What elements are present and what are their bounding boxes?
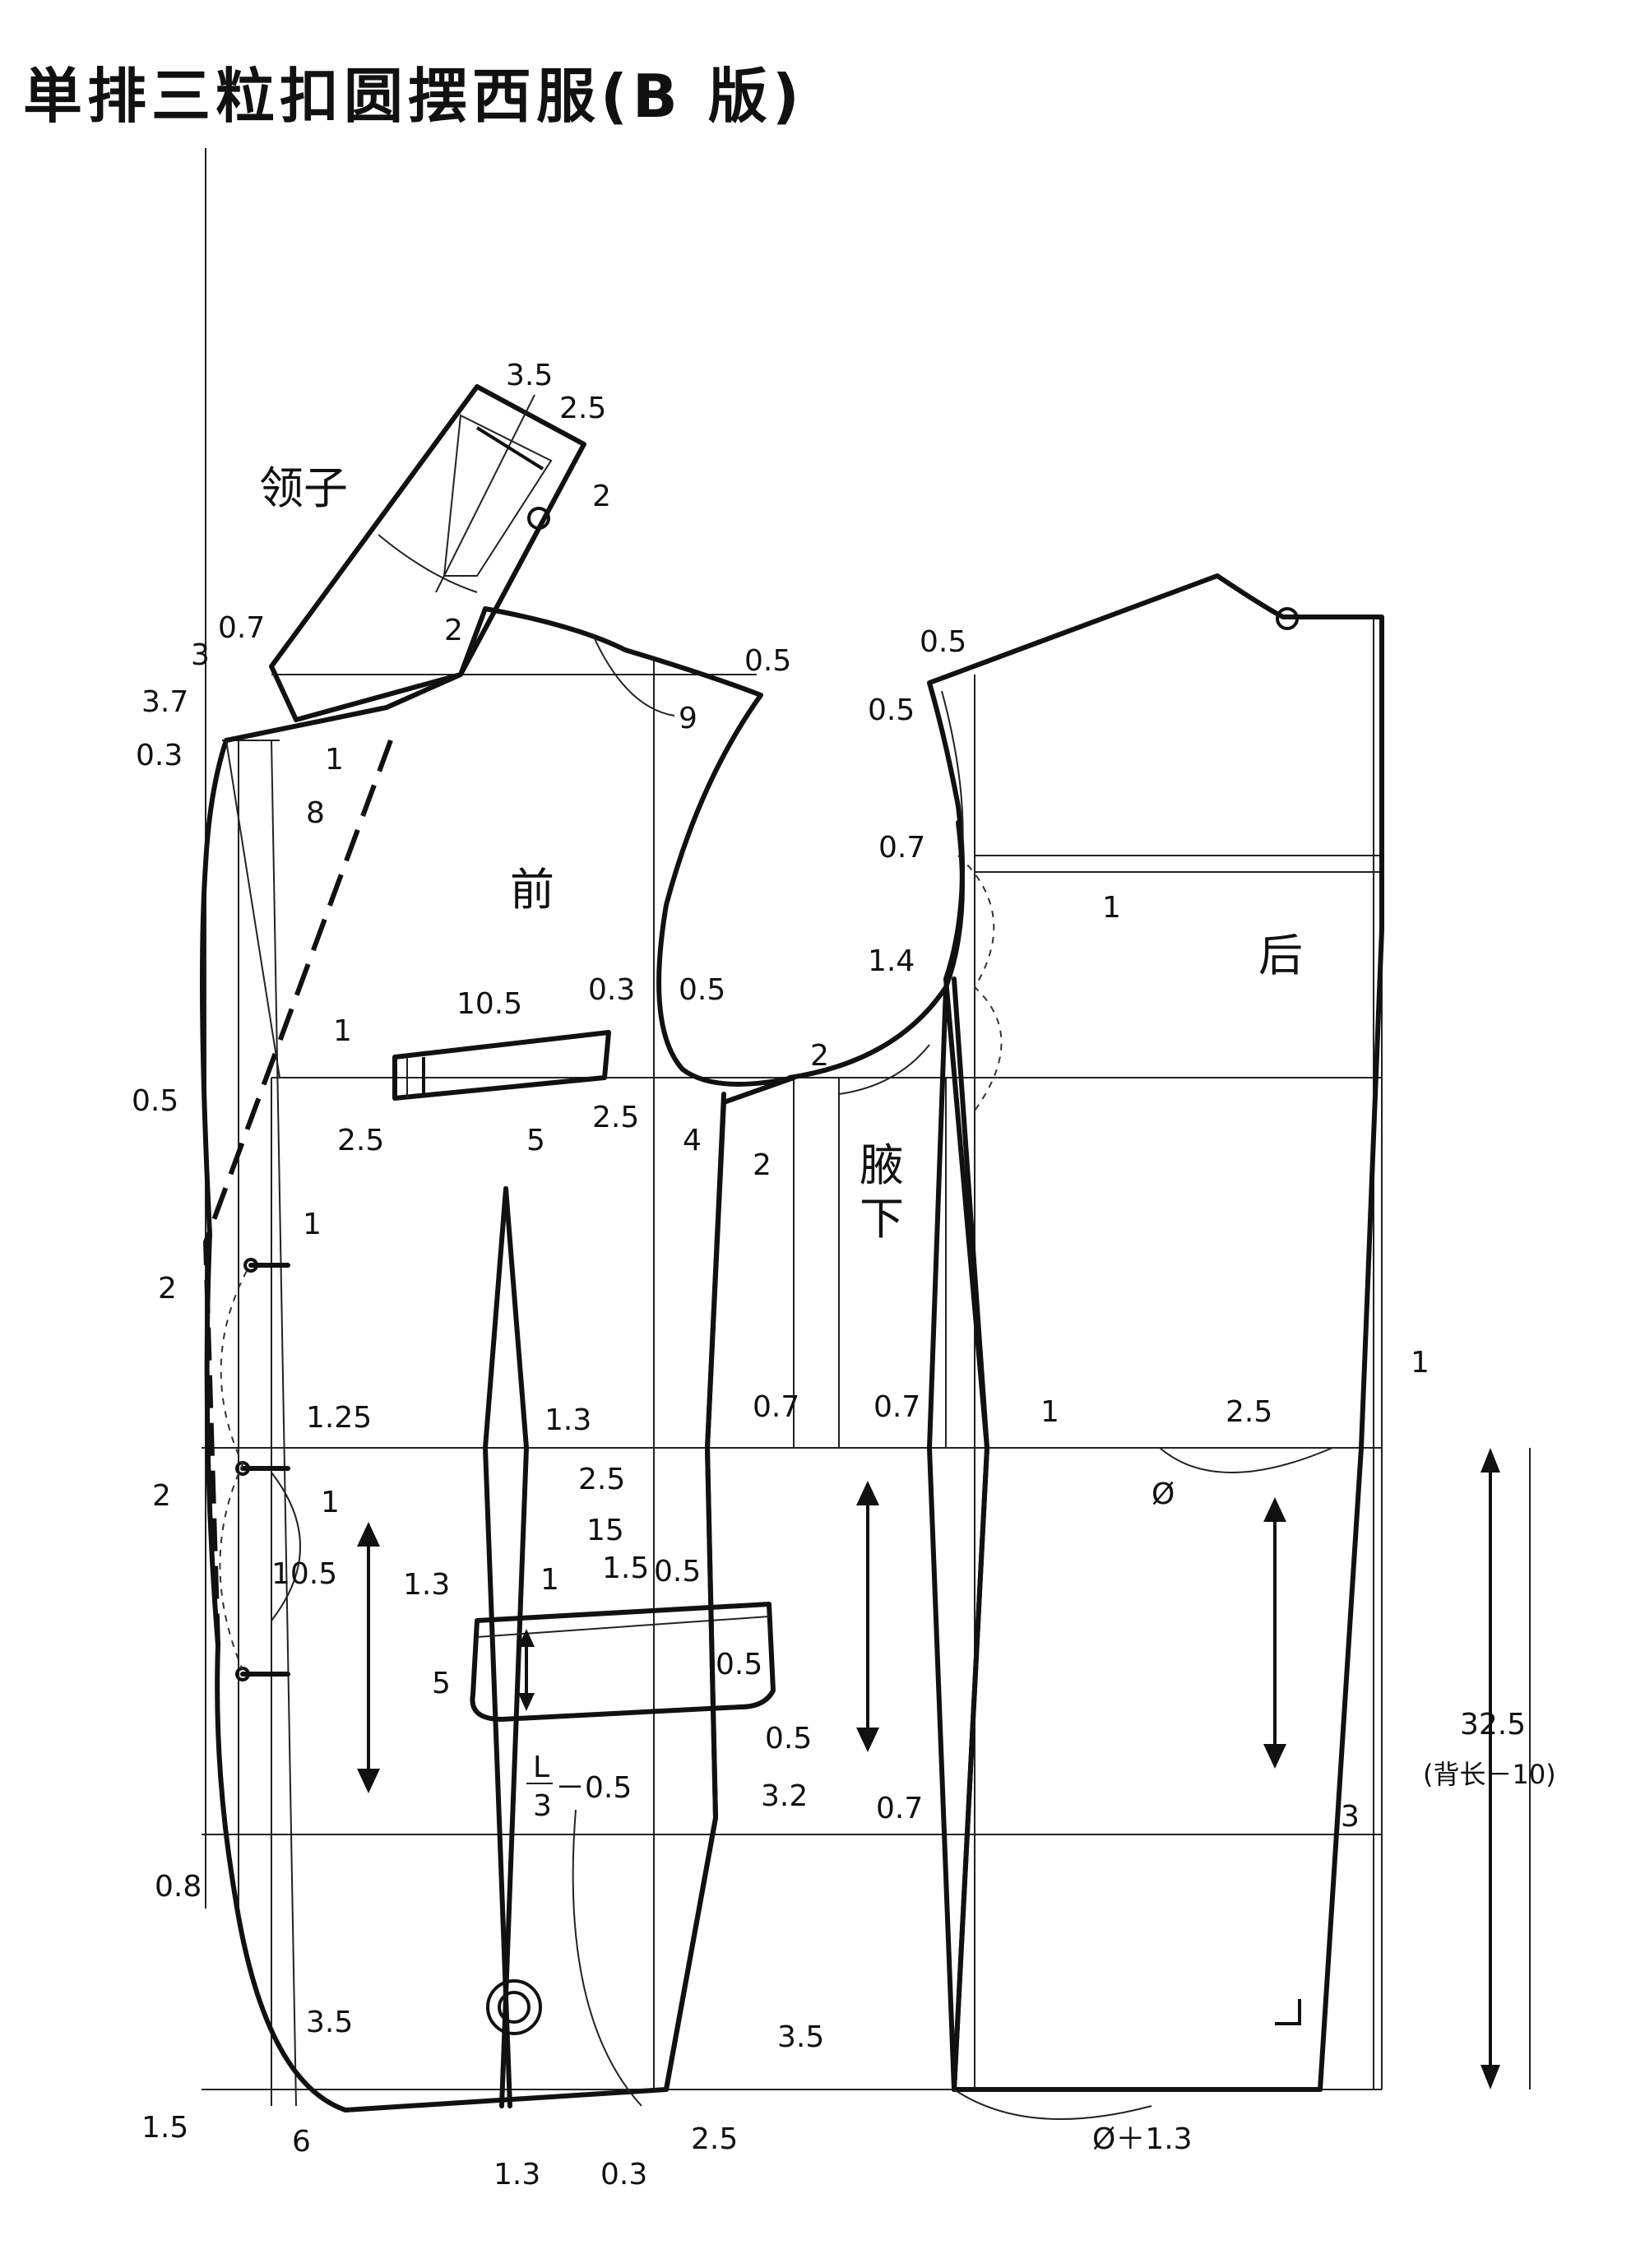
measure-label: 3.2 bbox=[761, 1779, 808, 1813]
back-piece bbox=[787, 573, 1384, 2092]
measure-label: 1 bbox=[321, 1486, 340, 1519]
measure-label: 1.3 bbox=[403, 1568, 450, 1602]
measure-label: 3.5 bbox=[777, 2020, 824, 2054]
measure-label: 0.7 bbox=[876, 1792, 923, 1825]
measure-label: 1.5 bbox=[141, 2111, 188, 2145]
front-piece bbox=[200, 606, 796, 2113]
grain-arrows bbox=[357, 1057, 1500, 2089]
measure-label: 0.3 bbox=[600, 2158, 647, 2191]
page-title: 単排三粒扣圆摆西服(B 版) bbox=[23, 62, 804, 131]
measure-label: 2.5 bbox=[337, 1124, 384, 1157]
measure-label: Ø＋1.3 bbox=[1092, 2122, 1193, 2156]
measure-label: 0.5 bbox=[679, 973, 725, 1007]
measure-label: 0.8 bbox=[155, 1870, 202, 1904]
measure-label: 2 bbox=[158, 1272, 177, 1306]
measure-label: 1.25 bbox=[306, 1401, 372, 1435]
measure-label: 1.3 bbox=[494, 2158, 540, 2191]
measure-label: 6 bbox=[292, 2125, 311, 2159]
measure-label: 3 bbox=[191, 638, 210, 672]
measure-label: 0.7 bbox=[218, 611, 265, 645]
measure-label: 1 bbox=[540, 1563, 559, 1597]
measurement-labels: 3.5 2.5 2 2 0.7 3 3.7 0.3 1 8 9 0.5 0.5 … bbox=[132, 359, 1556, 2191]
measure-label: 10.5 bbox=[271, 1557, 337, 1591]
construction-lines bbox=[202, 148, 1531, 2107]
measure-label: 1 bbox=[303, 1208, 322, 1241]
measure-label: 5 bbox=[432, 1667, 451, 1700]
measure-label: 15 bbox=[586, 1514, 624, 1547]
measure-label: 1.3 bbox=[544, 1403, 591, 1437]
measure-label: 3.5 bbox=[306, 2006, 353, 2039]
collar-piece bbox=[269, 384, 586, 722]
back-label: 后 bbox=[1258, 930, 1303, 981]
measure-label: 1.4 bbox=[868, 944, 915, 978]
measure-label: (背长－10) bbox=[1423, 1759, 1556, 1790]
measure-label: 2.5 bbox=[578, 1463, 625, 1496]
measure-label: 2 bbox=[444, 614, 463, 647]
measure-label: 0.5 bbox=[868, 693, 915, 727]
measure-label: 1 bbox=[1102, 891, 1121, 925]
measure-label: －0.5 bbox=[555, 1771, 632, 1805]
measure-label: 10.5 bbox=[456, 987, 522, 1021]
piece-labels: 领子 前 后 腋 下 bbox=[259, 462, 1303, 1245]
front-label: 前 bbox=[510, 864, 554, 916]
measure-label: 0.5 bbox=[920, 625, 966, 659]
measure-label: 3 bbox=[533, 1789, 552, 1823]
measure-label: 1 bbox=[1411, 1346, 1430, 1380]
measure-label: 32.5 bbox=[1460, 1708, 1526, 1742]
measure-label: 0.5 bbox=[132, 1084, 178, 1118]
measure-label: 4 bbox=[683, 1124, 702, 1157]
measure-label: L bbox=[533, 1751, 549, 1784]
measure-label: 2 bbox=[592, 480, 611, 513]
button-markers bbox=[219, 1258, 290, 1681]
measure-label: 1 bbox=[333, 1014, 352, 1048]
measure-label: 2.5 bbox=[592, 1101, 639, 1134]
measure-label: 9 bbox=[679, 702, 697, 735]
leader-lines bbox=[271, 633, 1333, 2120]
measure-label: 3.7 bbox=[141, 685, 188, 719]
measure-label: 1 bbox=[325, 743, 344, 777]
measure-label: 0.5 bbox=[744, 644, 791, 678]
measure-label: 5 bbox=[526, 1124, 545, 1157]
side-label-bottom: 下 bbox=[860, 1193, 904, 1245]
measure-label: 0.5 bbox=[654, 1555, 701, 1589]
measure-label: 2 bbox=[753, 1148, 772, 1182]
measure-label: 2.5 bbox=[1226, 1395, 1272, 1429]
measure-label: 3.5 bbox=[506, 359, 553, 392]
measure-label: 0.3 bbox=[136, 739, 183, 772]
measure-label: Ø bbox=[1152, 1477, 1175, 1511]
measure-label: 2 bbox=[152, 1479, 171, 1513]
measure-label: 0.5 bbox=[765, 1722, 812, 1755]
measure-label: 0.7 bbox=[873, 1390, 920, 1424]
side-label-top: 腋 bbox=[860, 1139, 904, 1191]
measure-label: 0.3 bbox=[588, 973, 635, 1007]
measure-label: 0.5 bbox=[716, 1648, 762, 1681]
measure-label: 8 bbox=[306, 796, 325, 830]
measure-label: 1.5 bbox=[602, 1551, 649, 1585]
measure-label: 2.5 bbox=[559, 392, 606, 425]
measure-label: 1 bbox=[1040, 1395, 1059, 1429]
measure-label: 3 bbox=[1341, 1800, 1360, 1834]
measure-label: 0.7 bbox=[878, 831, 925, 865]
measure-label: 0.7 bbox=[753, 1390, 799, 1424]
measure-label: 2.5 bbox=[691, 2122, 738, 2156]
measure-label: 2 bbox=[810, 1039, 829, 1073]
collar-label: 领子 bbox=[259, 462, 348, 514]
